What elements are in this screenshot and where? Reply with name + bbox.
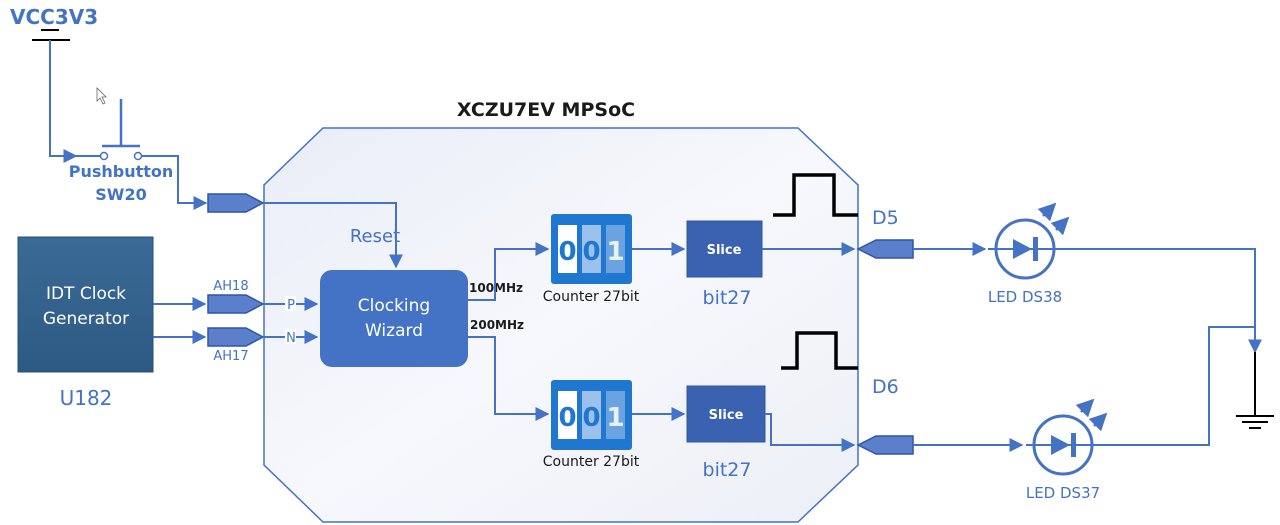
counter-1-digit-2: 0 bbox=[582, 237, 600, 267]
pin-d6: D6 bbox=[872, 376, 899, 398]
led1-ground-wire bbox=[1054, 248, 1262, 354]
pushbutton-sw20[interactable] bbox=[76, 99, 208, 210]
pulse-waveform-1 bbox=[773, 173, 858, 217]
slice-1-label: Slice bbox=[707, 243, 742, 258]
counter-1-label: Counter 27bit bbox=[543, 289, 640, 305]
vcc-wire bbox=[49, 40, 78, 163]
clocking-wizard-block[interactable] bbox=[320, 270, 468, 367]
clock-generator-block[interactable] bbox=[17, 236, 154, 373]
slice-2-label: Slice bbox=[709, 408, 744, 423]
counter-2-digit-3: 1 bbox=[606, 403, 624, 433]
slice-1-block[interactable] bbox=[686, 220, 763, 278]
ground-icon bbox=[1236, 352, 1274, 429]
pushbutton-label: Pushbutton bbox=[69, 162, 174, 181]
clock-generator-line1: IDT Clock bbox=[46, 284, 126, 304]
counter-1-digit-3: 1 bbox=[606, 237, 624, 267]
pulse-waveform-2 bbox=[781, 331, 858, 370]
led-ds37[interactable] bbox=[1026, 398, 1108, 476]
led-ds38-label: LED DS38 bbox=[988, 288, 1062, 306]
clock-out-100mhz: 100MHz bbox=[469, 281, 523, 295]
reset-wire bbox=[263, 202, 403, 269]
slice-1-bit: bit27 bbox=[703, 287, 752, 309]
counter-2-digit-2: 0 bbox=[582, 403, 600, 433]
slice-2-block[interactable] bbox=[686, 385, 766, 443]
reset-label: Reset bbox=[350, 226, 400, 247]
clock-out-200mhz: 200MHz bbox=[470, 318, 524, 332]
slice-2-bit: bit27 bbox=[703, 459, 752, 481]
mouse-cursor-icon bbox=[96, 87, 107, 105]
led-ds38[interactable] bbox=[988, 202, 1070, 280]
vcc-label: VCC3V3 bbox=[10, 5, 98, 29]
counter-2[interactable]: 0 0 1 bbox=[551, 380, 632, 450]
clock-generator-ref: U182 bbox=[60, 386, 113, 410]
led1-output-buffer bbox=[856, 239, 914, 259]
clock-generator-line2: Generator bbox=[43, 309, 129, 329]
clocking-wizard-line2: Wizard bbox=[365, 321, 423, 341]
fpga-title: XCZU7EV MPSoC bbox=[457, 99, 635, 121]
led-ds37-label: LED DS37 bbox=[1026, 484, 1100, 502]
counter-1[interactable]: 0 0 1 bbox=[551, 214, 632, 284]
clock-p-buffer bbox=[207, 294, 265, 314]
n-label: N bbox=[286, 331, 296, 346]
pushbutton-ref: SW20 bbox=[95, 185, 146, 204]
led2-output-buffer bbox=[856, 435, 914, 455]
pin-ah17: AH17 bbox=[213, 349, 248, 364]
counter-1-digit-1: 0 bbox=[558, 237, 576, 267]
clocking-wizard-line1: Clocking bbox=[358, 296, 430, 316]
p-label: P bbox=[287, 298, 295, 313]
counter-2-label: Counter 27bit bbox=[543, 454, 640, 470]
pin-d5: D5 bbox=[872, 207, 899, 229]
pin-ah18: AH18 bbox=[213, 279, 248, 294]
clock-n-buffer bbox=[207, 327, 265, 347]
counter-2-digit-1: 0 bbox=[558, 403, 576, 433]
reset-input-buffer bbox=[207, 193, 265, 213]
led2-ground-wire bbox=[1092, 326, 1255, 446]
